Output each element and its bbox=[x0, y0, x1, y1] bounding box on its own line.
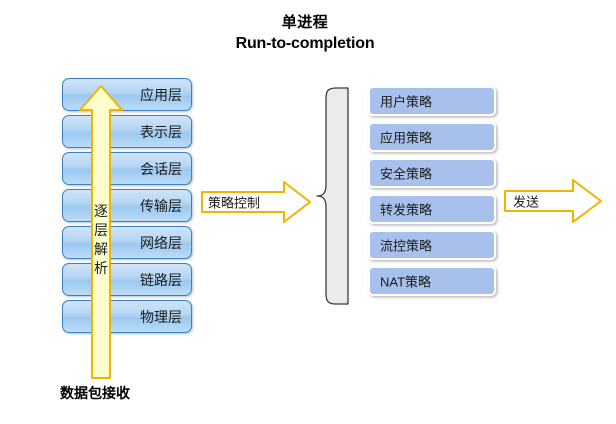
policy-control-arrow: 策略控制 bbox=[200, 180, 312, 224]
policy-item-nat[interactable]: NAT策略 bbox=[368, 266, 496, 296]
osi-layer-label: 表示层 bbox=[140, 123, 182, 140]
policy-group-brace bbox=[316, 85, 350, 307]
title-line-chinese: 单进程 bbox=[281, 14, 329, 31]
policy-control-arrow-label: 策略控制 bbox=[208, 195, 261, 211]
up-arrow-label: 逐 层 解 析 bbox=[78, 202, 124, 278]
osi-layer-presentation[interactable]: 表示层 bbox=[62, 115, 192, 148]
up-arrow-char: 析 bbox=[94, 260, 108, 276]
osi-layer-physical[interactable]: 物理层 bbox=[62, 300, 192, 333]
packet-receive-caption: 数据包接收 bbox=[60, 385, 130, 401]
osi-layer-label: 会话层 bbox=[140, 160, 182, 177]
policy-item-label: NAT策略 bbox=[380, 274, 432, 290]
policy-item-label: 安全策略 bbox=[380, 166, 433, 182]
policy-item-label: 应用策略 bbox=[380, 130, 433, 146]
osi-layer-label: 链路层 bbox=[140, 271, 182, 288]
policy-item-user[interactable]: 用户策略 bbox=[368, 86, 496, 116]
policy-item-flow-control[interactable]: 流控策略 bbox=[368, 230, 496, 260]
policy-item-application[interactable]: 应用策略 bbox=[368, 122, 496, 152]
osi-layer-network[interactable]: 网络层 bbox=[62, 226, 192, 259]
osi-layer-label: 传输层 bbox=[140, 197, 182, 214]
osi-layer-session[interactable]: 会话层 bbox=[62, 152, 192, 185]
osi-layer-label: 应用层 bbox=[140, 86, 182, 103]
send-arrow: 发送 bbox=[503, 178, 603, 224]
title-line-english: Run-to-completion bbox=[235, 35, 375, 52]
layer-parsing-up-arrow: 逐 层 解 析 bbox=[78, 84, 124, 380]
policy-item-security[interactable]: 安全策略 bbox=[368, 158, 496, 188]
policy-item-label: 转发策略 bbox=[380, 202, 433, 218]
policy-item-label: 流控策略 bbox=[380, 238, 433, 254]
osi-layer-label: 物理层 bbox=[140, 308, 182, 325]
osi-layer-label: 网络层 bbox=[140, 234, 182, 251]
policy-item-label: 用户策略 bbox=[380, 94, 433, 110]
up-arrow-char: 逐 bbox=[94, 203, 108, 219]
send-arrow-label: 发送 bbox=[513, 194, 540, 210]
policy-list: 用户策略 应用策略 安全策略 转发策略 流控策略 NAT策略 bbox=[368, 86, 500, 306]
up-arrow-char: 解 bbox=[94, 241, 108, 257]
osi-layer-stack: 应用层 表示层 会话层 传输层 网络层 链路层 物理层 bbox=[62, 78, 198, 342]
up-arrow-char: 层 bbox=[94, 222, 108, 238]
osi-layer-transport[interactable]: 传输层 bbox=[62, 189, 192, 222]
diagram-title: 单进程 Run-to-completion bbox=[205, 12, 405, 54]
osi-layer-datalink[interactable]: 链路层 bbox=[62, 263, 192, 296]
policy-item-forwarding[interactable]: 转发策略 bbox=[368, 194, 496, 224]
